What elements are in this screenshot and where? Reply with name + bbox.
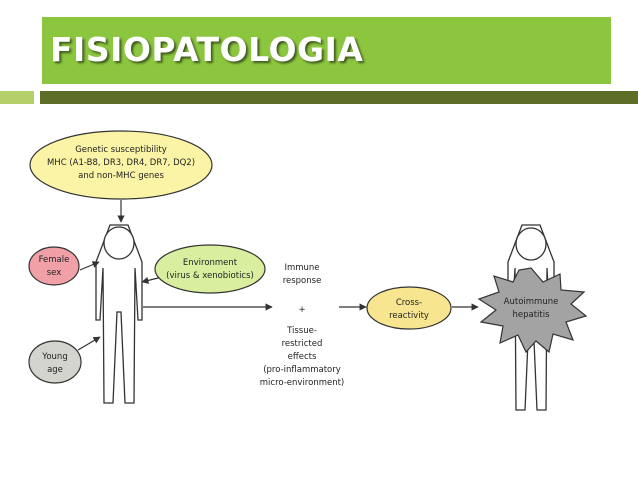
genetic-line-1: Genetic susceptibility (75, 145, 167, 155)
environment-line-1: Environment (183, 258, 238, 268)
title-bar (42, 17, 611, 84)
slide-title: FISIOPATOLOGIA (50, 30, 364, 69)
accent-bar-right (40, 91, 638, 104)
arrow-young-to-person (77, 336, 101, 351)
accent-bar-left (0, 91, 34, 104)
tissue-line-1: Tissue- (286, 326, 317, 336)
autoimmune-line-1: Autoimmune (504, 297, 559, 307)
tissue-line-5: micro-environment) (260, 378, 345, 388)
immune-line-1: Immune (284, 263, 319, 273)
female-sex-ellipse (28, 246, 80, 286)
cross-reactivity-ellipse (366, 286, 452, 330)
cross-line-2: reactivity (389, 311, 429, 321)
genetic-line-3: and non-MHC genes (78, 171, 164, 181)
environment-ellipse (154, 244, 266, 294)
female-line-1: Female (39, 255, 70, 265)
immune-line-2: response (283, 276, 322, 286)
arrow-female-to-person (79, 261, 100, 271)
genetic-line-2: MHC (A1-B8, DR3, DR4, DR7, DQ2) (47, 158, 195, 168)
tissue-line-2: restricted (282, 339, 323, 349)
female-line-2: sex (47, 268, 62, 278)
young-line-2: age (47, 365, 63, 375)
genetic-susceptibility-ellipse (29, 130, 213, 200)
person-figure-left (95, 224, 143, 404)
young-age-ellipse (28, 340, 82, 384)
young-line-1: Young (41, 352, 67, 362)
cross-line-1: Cross- (396, 298, 422, 308)
environment-line-2: (virus & xenobiotics) (166, 271, 254, 281)
autoimmune-hepatitis-burst (477, 267, 588, 354)
plus-sign: + (298, 305, 305, 315)
tissue-line-3: effects (288, 352, 317, 362)
tissue-line-4: (pro-inflammatory (263, 365, 341, 375)
autoimmune-line-2: hepatitis (512, 310, 550, 320)
